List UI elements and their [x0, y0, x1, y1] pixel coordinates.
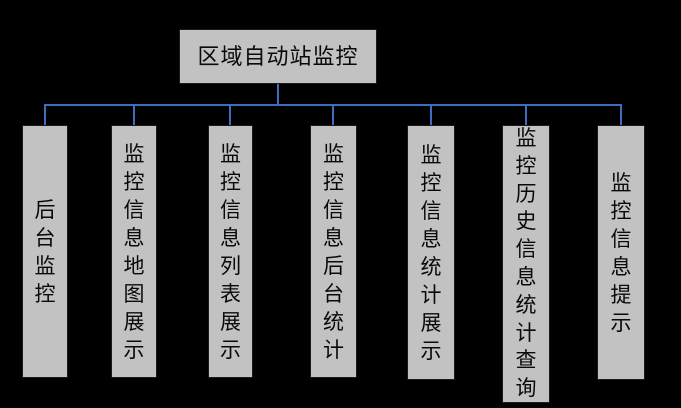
node-label: 后台监控: [34, 197, 56, 306]
connector-stub-4: [332, 104, 334, 125]
connector-stub-5: [430, 104, 432, 125]
diagram-node-map-display: 监控信息地图展示: [111, 125, 157, 378]
connector-stub-3: [229, 104, 231, 125]
connector-stub-1: [44, 104, 46, 125]
connector-stub-2: [133, 104, 135, 125]
diagram-node-history-statistics-query: 监控历史信息统计查询: [502, 125, 550, 403]
connector-stub-7: [620, 104, 622, 125]
diagram-node-list-display: 监控信息列表展示: [208, 125, 253, 378]
diagram-node-root: 区域自动站监控: [179, 29, 377, 84]
node-label: 监控信息列表展示: [220, 141, 241, 362]
node-label: 监控历史信息统计查询: [515, 126, 537, 401]
root-node-label: 区域自动站监控: [197, 43, 359, 69]
diagram-node-statistics-display: 监控信息统计展示: [407, 125, 455, 380]
node-label: 监控信息提示: [610, 170, 632, 335]
connector-root-stub: [277, 84, 279, 105]
connector-stub-6: [525, 104, 527, 125]
diagram-node-info-prompt: 监控信息提示: [597, 125, 645, 380]
node-label: 监控信息统计展示: [420, 142, 442, 363]
diagram-node-backend-statistics: 监控信息后台统计: [310, 125, 357, 378]
node-label: 监控信息地图展示: [123, 141, 145, 362]
diagram-node-backend-monitoring: 后台监控: [22, 125, 68, 378]
node-label: 监控信息后台统计: [323, 141, 344, 362]
